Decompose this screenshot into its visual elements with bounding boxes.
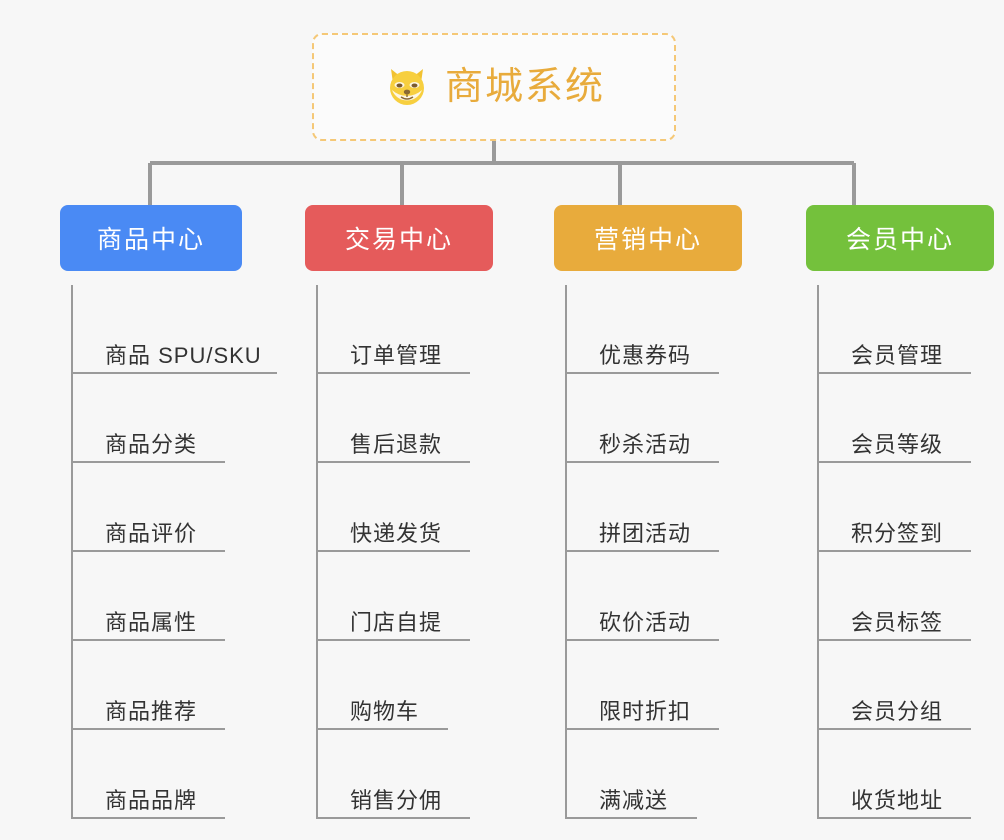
leaf-rule [73, 550, 225, 552]
leaf-label: 砍价活动 [599, 610, 692, 635]
category-label-2: 营销中心 [593, 226, 702, 254]
leaf-rule [318, 639, 470, 641]
leaf-rule [567, 817, 697, 819]
leaf-label: 会员分组 [851, 699, 944, 724]
list-item[interactable]: 购物车 [318, 641, 502, 730]
leaf-label: 商品 SPU/SKU [105, 343, 262, 368]
leaf-label: 限时折扣 [599, 699, 692, 724]
list-item[interactable]: 拼团活动 [567, 463, 753, 552]
category-label-0: 商品中心 [96, 226, 205, 254]
list-item[interactable]: 秒杀活动 [567, 374, 753, 463]
list-item[interactable]: 订单管理 [318, 285, 502, 374]
list-item[interactable]: 优惠券码 [567, 285, 753, 374]
leaf-label: 会员标签 [851, 610, 944, 635]
leaf-rule [567, 550, 719, 552]
list-item[interactable]: 积分签到 [819, 463, 1004, 552]
root-title: 商城系统 [444, 66, 605, 108]
leaf-rule [819, 461, 971, 463]
list-item[interactable]: 商品分类 [73, 374, 251, 463]
leaf-label: 订单管理 [350, 343, 443, 368]
category-header-0[interactable]: 商品中心 [60, 205, 242, 271]
leaf-label: 门店自提 [350, 610, 443, 635]
leaf-label: 商品推荐 [105, 699, 198, 724]
leaf-label: 售后退款 [350, 432, 443, 457]
category-column-3: 会员中心 会员管理 会员等级 积分签到 会员标签 [753, 205, 1004, 819]
list-item[interactable]: 收货地址 [819, 730, 1004, 819]
list-item[interactable]: 销售分佣 [318, 730, 502, 819]
list-item[interactable]: 限时折扣 [567, 641, 753, 730]
leaf-label: 满减送 [599, 788, 669, 813]
list-item[interactable]: 商品品牌 [73, 730, 251, 819]
leaf-rule [567, 728, 719, 730]
leaf-label: 收货地址 [851, 788, 944, 813]
leaf-rule [73, 461, 225, 463]
list-item[interactable]: 门店自提 [318, 552, 502, 641]
list-item[interactable]: 商品评价 [73, 463, 251, 552]
leaf-rule [318, 728, 448, 730]
root-node[interactable]: 商城系统 [312, 33, 676, 141]
leaf-rule [73, 639, 225, 641]
leaf-label: 商品属性 [105, 610, 198, 635]
leaf-label: 商品分类 [105, 432, 198, 457]
leaf-rule [318, 817, 470, 819]
leaf-rule [819, 372, 971, 374]
leaf-rule [73, 728, 225, 730]
list-item[interactable]: 商品推荐 [73, 641, 251, 730]
category-label-1: 交易中心 [344, 226, 453, 254]
leaf-rule [819, 639, 971, 641]
leaf-rule [819, 550, 971, 552]
leaf-label: 商品评价 [105, 521, 198, 546]
list-item[interactable]: 会员等级 [819, 374, 1004, 463]
leaf-rule [819, 728, 971, 730]
leaf-list-3: 会员管理 会员等级 积分签到 会员标签 会员分组 [817, 285, 1004, 819]
leaf-label: 拼团活动 [599, 521, 692, 546]
category-column-0: 商品中心 商品 SPU/SKU 商品分类 商品评价 商品属性 [0, 205, 277, 819]
category-column-1: 交易中心 订单管理 售后退款 快递发货 门店自提 [251, 205, 502, 819]
leaf-rule [318, 550, 470, 552]
leaf-rule [819, 817, 971, 819]
leaf-label: 会员等级 [851, 432, 944, 457]
category-header-2[interactable]: 营销中心 [554, 205, 742, 271]
list-item[interactable]: 商品 SPU/SKU [73, 285, 277, 374]
leaf-label: 购物车 [350, 699, 420, 724]
leaf-list-2: 优惠券码 秒杀活动 拼团活动 砍价活动 限时折扣 [565, 285, 753, 819]
category-label-3: 会员中心 [845, 226, 954, 254]
shiba-dog-face-icon [383, 63, 431, 111]
category-columns: 商品中心 商品 SPU/SKU 商品分类 商品评价 商品属性 [0, 205, 1004, 819]
leaf-rule [73, 817, 225, 819]
leaf-label: 快递发货 [350, 521, 443, 546]
leaf-label: 销售分佣 [350, 788, 443, 813]
leaf-list-1: 订单管理 售后退款 快递发货 门店自提 购物车 [316, 285, 502, 819]
leaf-label: 积分签到 [851, 521, 944, 546]
list-item[interactable]: 会员标签 [819, 552, 1004, 641]
leaf-label: 优惠券码 [599, 343, 692, 368]
leaf-rule [567, 461, 719, 463]
list-item[interactable]: 商品属性 [73, 552, 251, 641]
list-item[interactable]: 售后退款 [318, 374, 502, 463]
list-item[interactable]: 满减送 [567, 730, 753, 819]
list-item[interactable]: 会员管理 [819, 285, 1004, 374]
list-item[interactable]: 会员分组 [819, 641, 1004, 730]
category-header-3[interactable]: 会员中心 [806, 205, 994, 271]
list-item[interactable]: 快递发货 [318, 463, 502, 552]
leaf-rule [318, 461, 470, 463]
leaf-label: 商品品牌 [105, 788, 198, 813]
leaf-label: 秒杀活动 [599, 432, 692, 457]
leaf-rule [567, 639, 719, 641]
leaf-rule [567, 372, 719, 374]
leaf-rule [318, 372, 470, 374]
category-column-2: 营销中心 优惠券码 秒杀活动 拼团活动 砍价活动 [502, 205, 753, 819]
leaf-list-0: 商品 SPU/SKU 商品分类 商品评价 商品属性 商品推荐 [71, 285, 277, 819]
list-item[interactable]: 砍价活动 [567, 552, 753, 641]
leaf-rule [73, 372, 277, 374]
category-header-1[interactable]: 交易中心 [305, 205, 493, 271]
leaf-label: 会员管理 [851, 343, 944, 368]
